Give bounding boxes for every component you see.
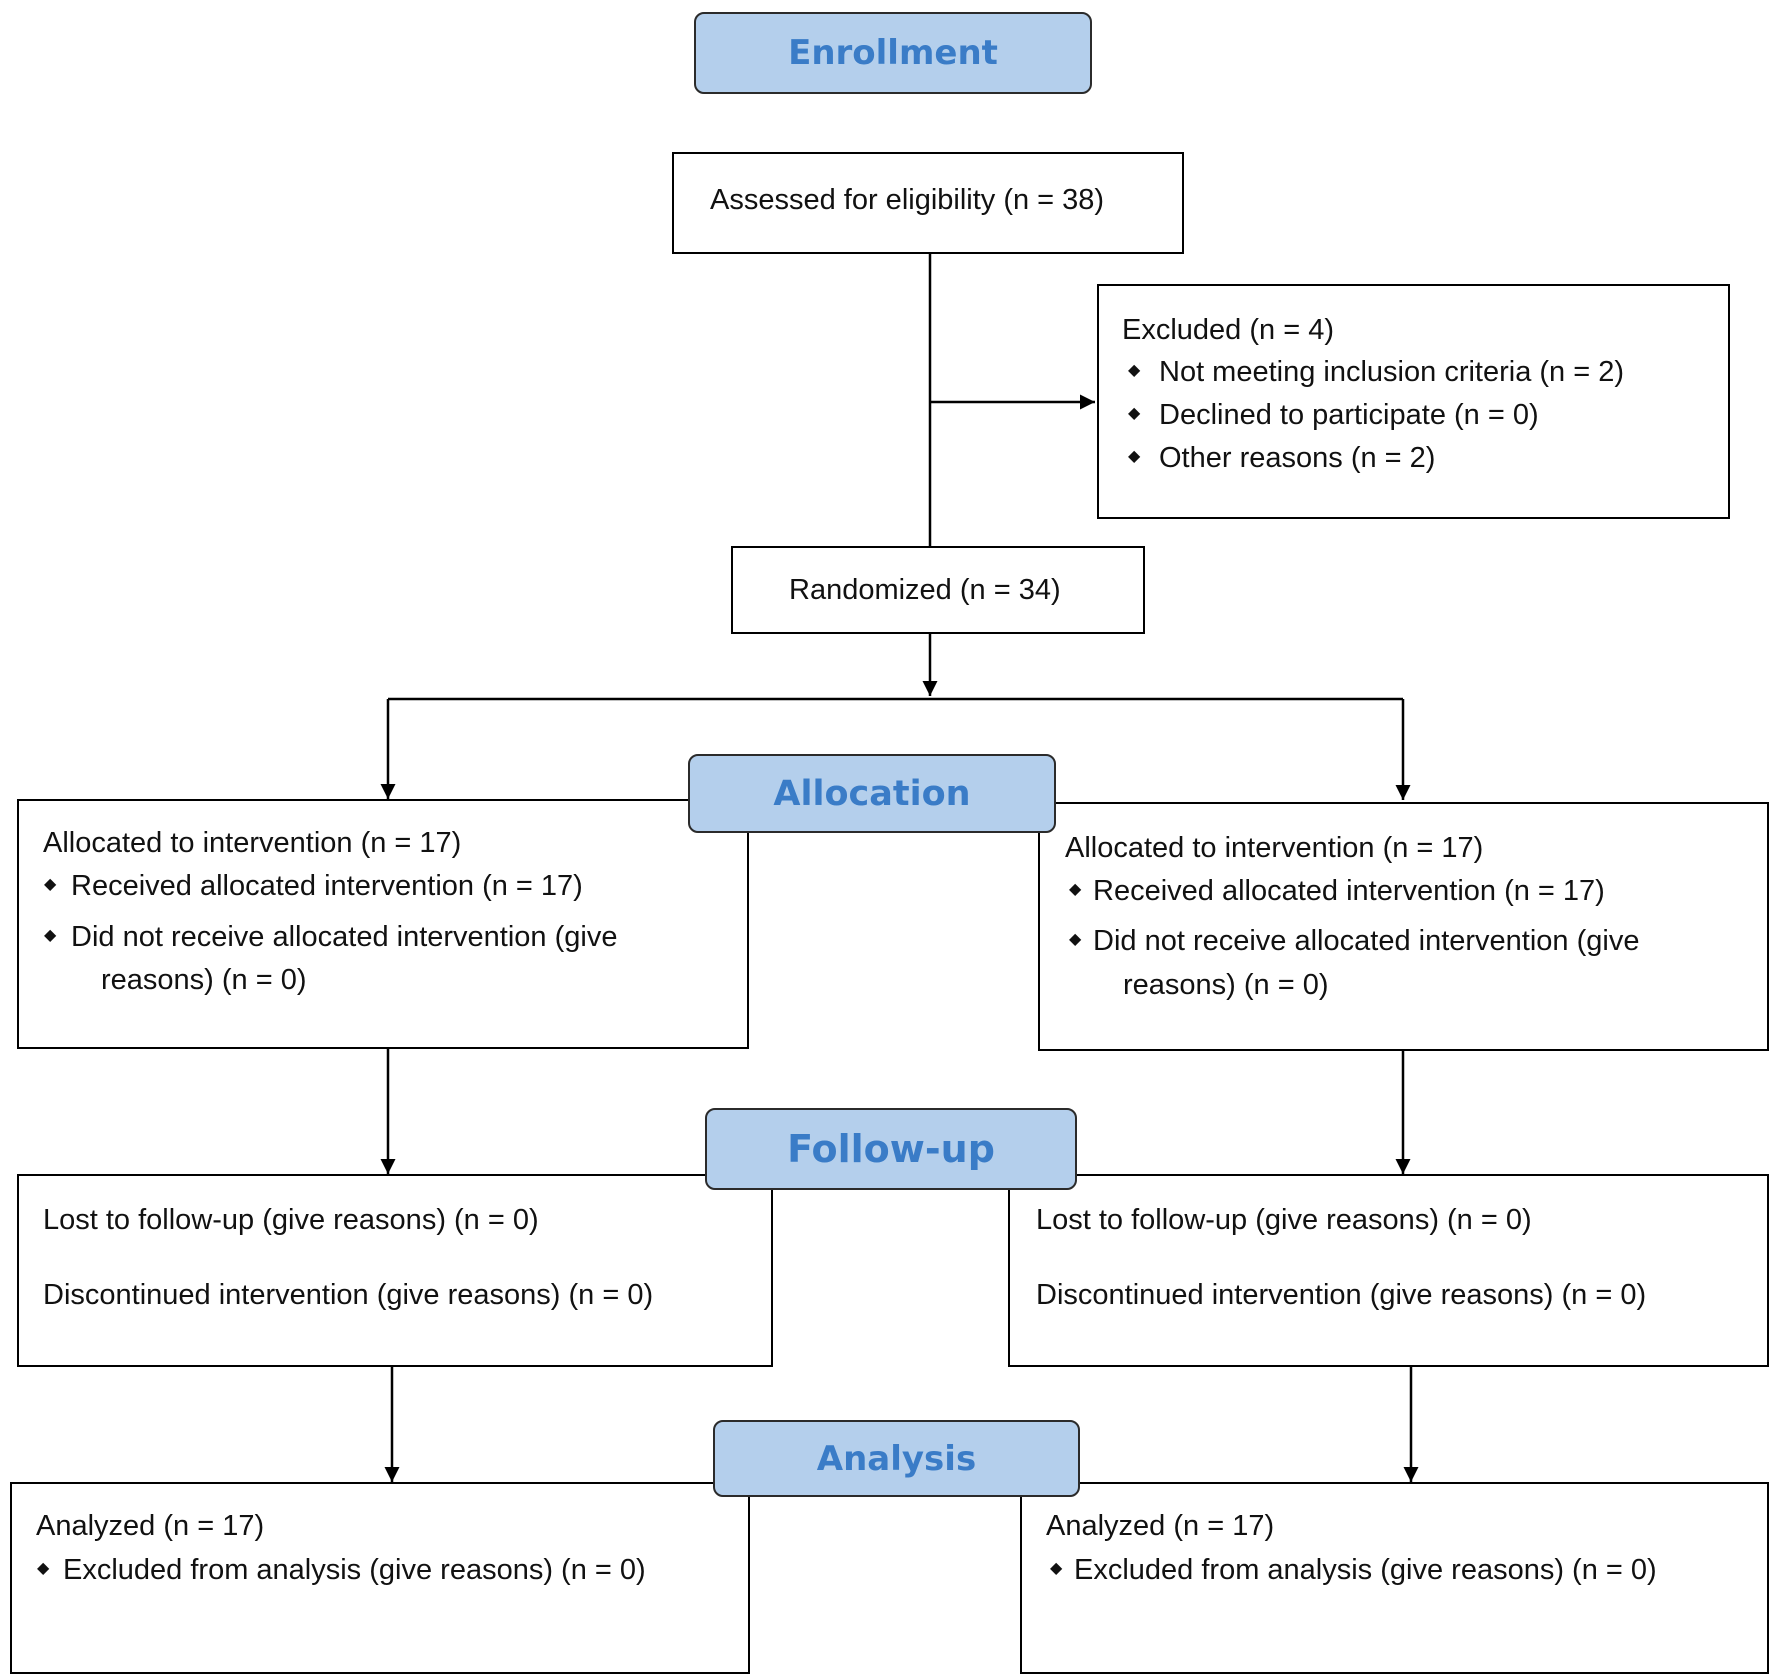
assessed-text: Assessed for eligibility (n = 38) [710,184,1105,216]
assessed-box: Assessed for eligibility (n = 38) [672,152,1184,254]
followup-stage-label: Follow-up [705,1108,1077,1190]
allocation-left-not-received: Did not receive allocated intervention (… [71,921,618,953]
bullet-icon: ◆ [44,927,57,944]
followup-left-box: Lost to follow-up (give reasons) (n = 0)… [17,1174,773,1367]
allocation-left-title: Allocated to intervention (n = 17) [43,827,462,859]
analysis-right-box: Analyzed (n = 17) ◆ Excluded from analys… [1020,1482,1769,1674]
bullet-icon: ◆ [1069,881,1082,898]
followup-left-lost: Lost to follow-up (give reasons) (n = 0) [43,1204,539,1236]
allocation-left-received: Received allocated intervention (n = 17) [71,870,583,902]
enrollment-stage-label: Enrollment [694,12,1092,94]
randomized-text: Randomized (n = 34) [789,574,1061,606]
allocation-left-not-received-cont: reasons) (n = 0) [101,964,307,996]
allocation-stage-text: Allocation [773,773,971,814]
bullet-icon: ◆ [1128,448,1141,465]
excluded-title: Excluded (n = 4) [1122,314,1334,346]
followup-right-box: Lost to follow-up (give reasons) (n = 0)… [1008,1174,1769,1367]
enrollment-stage-text: Enrollment [788,33,998,73]
allocation-right-title: Allocated to intervention (n = 17) [1065,832,1484,864]
bullet-icon: ◆ [1128,362,1141,379]
followup-right-discontinued: Discontinued intervention (give reasons)… [1036,1279,1647,1311]
followup-left-discontinued: Discontinued intervention (give reasons)… [43,1279,654,1311]
allocation-right-received: Received allocated intervention (n = 17) [1093,875,1605,907]
analysis-stage-text: Analysis [816,1438,977,1479]
bullet-icon: ◆ [1069,931,1082,948]
allocation-right-not-received: Did not receive allocated intervention (… [1093,925,1640,957]
analysis-stage-label: Analysis [713,1420,1080,1497]
randomized-box: Randomized (n = 34) [731,546,1145,634]
analysis-right-title: Analyzed (n = 17) [1046,1510,1275,1542]
followup-right-lost: Lost to follow-up (give reasons) (n = 0) [1036,1204,1532,1236]
excluded-box: Excluded (n = 4) ◆ Not meeting inclusion… [1097,284,1730,519]
analysis-left-title: Analyzed (n = 17) [36,1510,265,1542]
excluded-item: Not meeting inclusion criteria (n = 2) [1159,356,1625,388]
bullet-icon: ◆ [44,876,57,893]
analysis-left-box: Analyzed (n = 17) ◆ Excluded from analys… [10,1482,750,1674]
bullet-icon: ◆ [37,1560,50,1577]
allocation-left-box: Allocated to intervention (n = 17) ◆ Rec… [17,799,749,1049]
excluded-item: Other reasons (n = 2) [1159,442,1436,474]
bullet-icon: ◆ [1050,1560,1063,1577]
followup-stage-text: Follow-up [787,1127,995,1171]
allocation-stage-label: Allocation [688,754,1056,833]
analysis-left-excluded: Excluded from analysis (give reasons) (n… [63,1554,646,1586]
analysis-right-excluded: Excluded from analysis (give reasons) (n… [1074,1554,1657,1586]
bullet-icon: ◆ [1128,405,1141,422]
excluded-item: Declined to participate (n = 0) [1159,399,1539,431]
allocation-right-not-received-cont: reasons) (n = 0) [1123,969,1329,1001]
allocation-right-box: Allocated to intervention (n = 17) ◆ Rec… [1038,802,1769,1051]
